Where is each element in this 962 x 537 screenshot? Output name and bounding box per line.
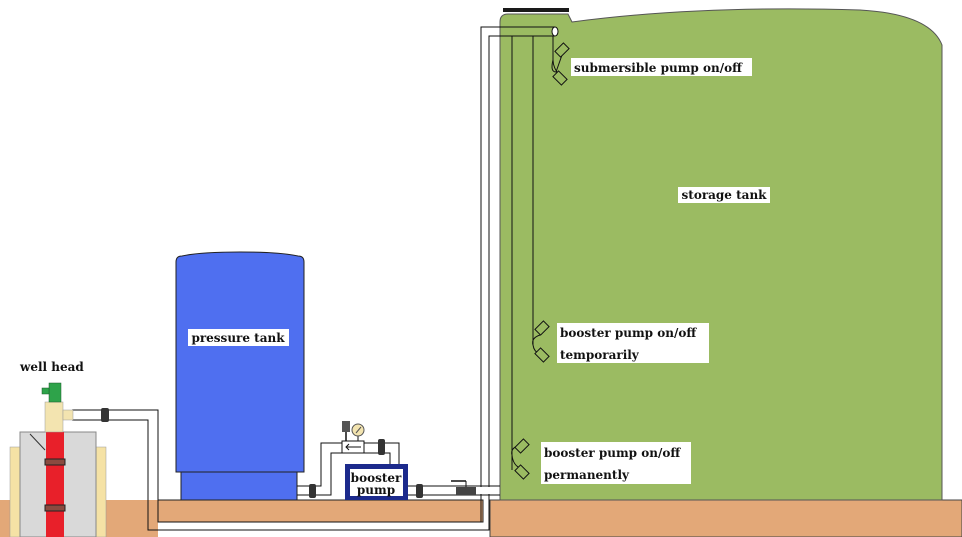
booster-pump-label-line1: booster (351, 471, 402, 485)
float-temp-label-line2: temporarily (560, 348, 640, 362)
well-head-fitting (44, 401, 64, 433)
pipe-fill-h1 (72, 411, 157, 419)
float-submersible-label: submersible pump on/off (574, 61, 743, 75)
well-casing-slant (29, 433, 46, 451)
storage-tank-label-bg (678, 187, 770, 203)
float-perm-label-bg (541, 442, 691, 484)
pressure-union (309, 484, 316, 498)
check-valve-arrow-icon (345, 443, 361, 451)
pressure-switch (342, 421, 350, 432)
well-pipe-clamp-2 (44, 504, 66, 512)
gauge-needle (355, 426, 362, 434)
well-head-valve-stub (41, 387, 50, 395)
booster-pump-label-line2: pump (357, 483, 395, 497)
well-pipe (46, 432, 64, 537)
foot-valve (456, 487, 476, 495)
storage-tank-hatch (503, 8, 569, 12)
booster-pump-label-bg (350, 469, 403, 496)
float-temp-label-line1: booster pump on/off (560, 326, 697, 340)
pressure-tank-label: pressure tank (191, 331, 285, 345)
well-head-valve (48, 382, 62, 403)
pipe-end-cap (551, 26, 559, 37)
float-perm-label-line2: permanently (544, 468, 630, 482)
float-switch-booster-permanent (511, 438, 530, 480)
discharge-union (416, 484, 423, 498)
storage-tank (499, 8, 943, 501)
well-pipe-clamp-1 (44, 458, 66, 466)
float-switch-booster-temporary (532, 320, 550, 363)
ground-right (489, 499, 962, 537)
well-pipe-union (101, 408, 109, 422)
float-cords (511, 36, 554, 470)
ground-middle (157, 499, 484, 523)
pressure-tank-base (180, 471, 298, 501)
float-submersible-label-bg (571, 58, 752, 76)
well-head-tee (62, 409, 74, 421)
storage-tank-label: storage tank (682, 188, 768, 202)
booster-pipe-fill-h (409, 487, 499, 494)
float-switch-submersible (551, 42, 570, 86)
pressure-tank-label-bg (188, 329, 289, 346)
upper-union (378, 439, 385, 455)
pressure-tank (175, 251, 305, 473)
float-perm-label-line1: booster pump on/off (544, 446, 681, 460)
main-supply-pipe (72, 26, 555, 531)
float-temp-label-bg (557, 323, 709, 363)
well-head-label: well head (19, 360, 84, 374)
